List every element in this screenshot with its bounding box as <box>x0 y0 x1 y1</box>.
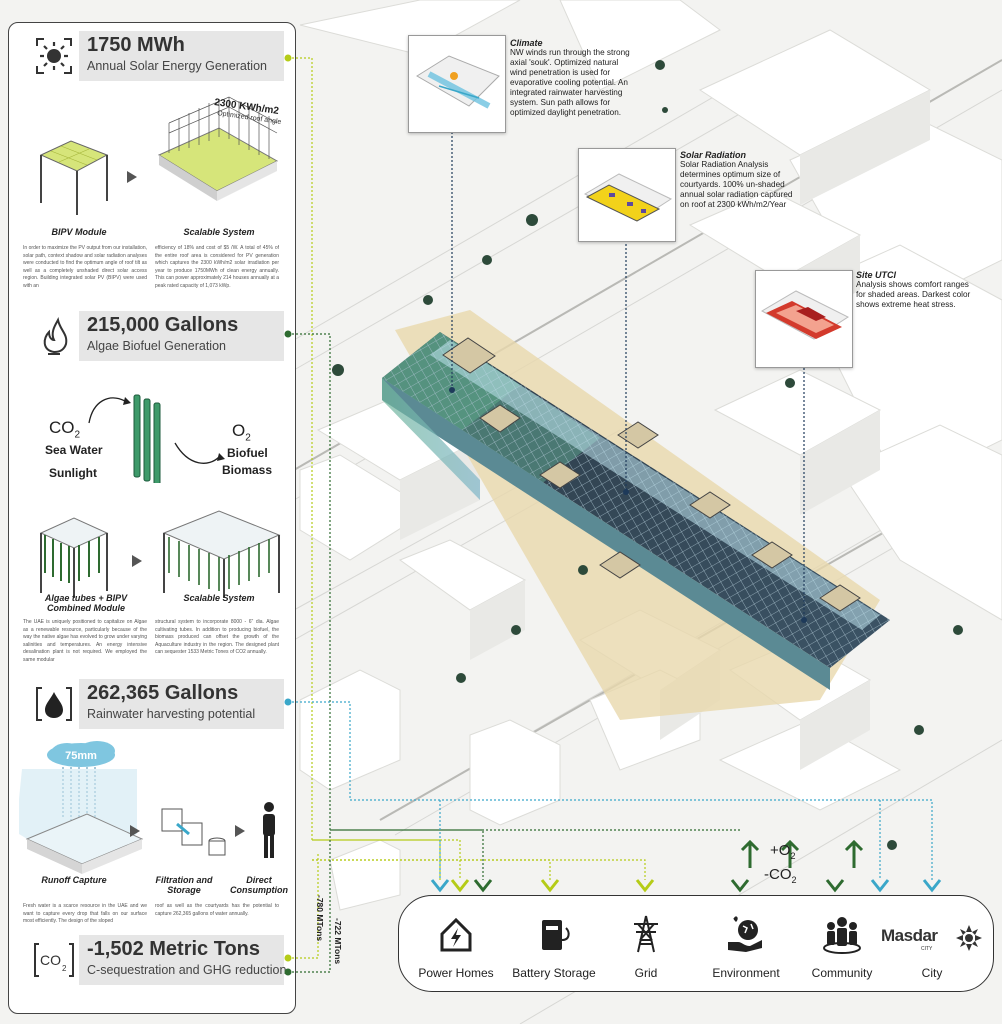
biofuel-label: Biofuel <box>227 446 268 460</box>
rain-value: 262,365 Gallons <box>87 682 239 704</box>
utci-callout: Site UTCI Analysis shows comfort ranges … <box>856 270 971 309</box>
battery-icon <box>542 920 570 950</box>
algae-module-drawing <box>39 517 109 598</box>
carbon-subtitle: C-sequestration and GHG reduction <box>87 963 287 977</box>
algae-text-left: The UAE is uniquely positioned to capita… <box>23 619 147 663</box>
co2-icon: CO 2 <box>29 935 79 985</box>
scalable-system-caption: Scalable System <box>183 227 255 237</box>
masdar-city-mark: CITY <box>921 946 933 952</box>
solar-stat: 1750 MWh Annual Solar Energy Generation <box>29 31 284 81</box>
rainwater-diagram: 75mm <box>19 741 275 874</box>
utci-thumbnail <box>755 270 853 368</box>
carbon-vlabel-1: -780 MTons <box>315 895 325 942</box>
pylon-icon <box>634 915 658 953</box>
algae-tubes-diagram <box>88 394 225 483</box>
rain-stat: 262,365 Gallons Rainwater harvesting pot… <box>29 679 284 729</box>
cloud-icon: 75mm <box>47 741 115 767</box>
outputs-bar: Power Homes Battery Storage Grid Environ… <box>398 895 994 992</box>
solar-radiation-thumbnail <box>578 148 676 242</box>
bipv-module-caption: BIPV Module <box>51 227 107 237</box>
masdar-logo-icon <box>956 925 982 951</box>
arrow-icon <box>130 825 140 837</box>
algae-text-right: structural system to incorporate 8000 - … <box>155 619 279 656</box>
fire-icon <box>29 311 79 361</box>
arrow-icon <box>132 555 142 567</box>
carbon-stat: CO 2 -1,502 Metric Tons C-sequestration … <box>29 935 287 985</box>
person-icon <box>263 802 275 858</box>
rain-text-right: roof as well as the courtyards has the p… <box>155 903 279 917</box>
rain-subtitle: Rainwater harvesting potential <box>87 707 256 721</box>
bipv-module-drawing <box>39 140 109 215</box>
arrow-icon <box>235 825 245 837</box>
o2-release-label: +O2 <box>770 842 796 861</box>
solar-subtitle: Annual Solar Energy Generation <box>87 59 267 73</box>
algae-scalable-drawing <box>162 510 281 598</box>
info-panel: 1750 MWh Annual Solar Energy Generation … <box>8 22 296 1014</box>
filtration-tanks-icon <box>161 808 226 856</box>
solar-text-left: In order to maximize the PV output from … <box>23 245 147 289</box>
sea-water-label: Sea Water <box>45 443 103 457</box>
algae-subtitle: Algae Biofuel Generation <box>87 339 226 353</box>
globe-hand-icon <box>728 916 762 952</box>
algae-scalable-caption: Scalable System <box>183 593 255 603</box>
o2-label: O2 <box>232 421 251 444</box>
house-power-icon <box>440 917 472 952</box>
souk-roof <box>382 332 890 690</box>
rainfall-label: 75mm <box>65 750 97 762</box>
solar-radiation-callout: Solar Radiation Solar Radiation Analysis… <box>680 150 793 209</box>
solar-value: 1750 MWh <box>87 34 185 56</box>
bipv-diagram: 2300 KWh/m2 Optimized roof angle <box>39 96 282 215</box>
runoff-caption: Runoff Capture <box>41 875 107 885</box>
arrow-icon <box>127 171 137 183</box>
climate-thumbnail <box>408 35 506 133</box>
co2-label: CO2 <box>49 418 81 441</box>
algae-module-diagram <box>39 510 281 598</box>
carbon-value: -1,502 Metric Tons <box>87 938 261 960</box>
people-icon <box>823 917 861 954</box>
sun-icon <box>29 31 79 81</box>
algae-stat: 215,000 Gallons Algae Biofuel Generation <box>29 311 284 361</box>
svg-text:CO: CO <box>40 952 61 968</box>
co2-reduction-label: -CO2 <box>764 866 797 885</box>
carbon-vlabel-2: -722 MTons <box>333 918 343 965</box>
scalable-system-drawing <box>157 96 279 201</box>
solar-text-right: efficiency of 18% and cost of $5 /W. A t… <box>155 245 279 289</box>
sunlight-label: Sunlight <box>49 466 97 480</box>
svg-text:2: 2 <box>62 964 67 973</box>
climate-callout: Climate NW winds run through the strong … <box>510 38 630 117</box>
algae-value: 215,000 Gallons <box>87 314 239 336</box>
masdar-wordmark: Masdar <box>881 926 938 945</box>
biomass-label: Biomass <box>222 463 273 477</box>
water-drop-icon <box>29 679 79 729</box>
rain-text-left: Fresh water is a scarce resource in the … <box>23 903 147 925</box>
